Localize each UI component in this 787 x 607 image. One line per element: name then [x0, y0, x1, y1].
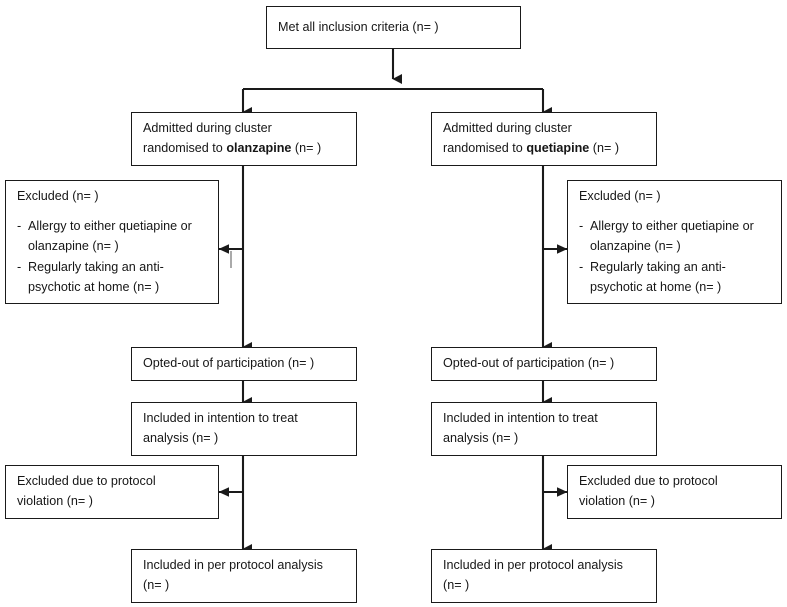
node-per-protocol-quetiapine: Included in per protocol analysis (n= ) [431, 549, 657, 603]
node-text: Met all inclusion criteria (n= ) [278, 19, 439, 34]
node-excluded-protocol-violation-olanzapine: Excluded due to protocol violation (n= ) [5, 465, 219, 519]
node-excluded-protocol-violation-quetiapine: Excluded due to protocol violation (n= ) [567, 465, 782, 519]
node-text: Opted-out of participation (n= ) [143, 356, 315, 371]
allocation-drug-name: quetiapine [526, 141, 590, 155]
allocation-suffix: (n= ) [589, 141, 620, 155]
node-per-protocol-olanzapine: Included in per protocol analysis (n= ) [131, 549, 357, 603]
node-text-line1: Excluded due to protocol [17, 474, 156, 489]
list-item: Allergy to either quetiapine or olanzapi… [579, 217, 772, 256]
node-text-line2: (n= ) [143, 578, 170, 592]
excluded-title: Excluded (n= ) [579, 188, 661, 203]
list-item: Regularly taking an anti-psychotic at ho… [17, 258, 209, 297]
excluded-reason-list: Allergy to either quetiapine or olanzapi… [579, 215, 772, 297]
node-text-line1: Included in per protocol analysis [143, 558, 323, 573]
allocation-suffix: (n= ) [291, 141, 322, 155]
node-admitted-randomised-quetiapine: Admitted during cluster randomised to qu… [431, 112, 657, 166]
allocation-prefix: randomised to [143, 141, 227, 155]
node-text-line2: analysis (n= ) [443, 431, 519, 445]
node-text-line2: (n= ) [443, 578, 470, 592]
node-text-line1: Included in intention to treat [143, 411, 298, 426]
node-excluded-olanzapine: Excluded (n= ) Allergy to either quetiap… [5, 180, 219, 304]
node-text-line2: violation (n= ) [579, 494, 655, 508]
node-text-line1: Included in per protocol analysis [443, 558, 623, 573]
allocation-drug-name: olanzapine [226, 141, 292, 155]
node-text-line1: Excluded due to protocol [579, 474, 718, 489]
node-opted-out-quetiapine: Opted-out of participation (n= ) [431, 347, 657, 381]
node-text-line1: Admitted during cluster [443, 121, 572, 136]
node-itt-quetiapine: Included in intention to treat analysis … [431, 402, 657, 456]
node-excluded-quetiapine: Excluded (n= ) Allergy to either quetiap… [567, 180, 782, 304]
node-met-all-inclusion-criteria: Met all inclusion criteria (n= ) [266, 6, 521, 49]
node-text-line2: analysis (n= ) [143, 431, 219, 445]
node-text-line2: randomised to olanzapine (n= ) [143, 139, 347, 159]
excluded-title: Excluded (n= ) [17, 188, 99, 203]
list-item: Allergy to either quetiapine or olanzapi… [17, 217, 209, 256]
node-text: Opted-out of participation (n= ) [443, 356, 615, 371]
node-opted-out-olanzapine: Opted-out of participation (n= ) [131, 347, 357, 381]
excluded-reason-list: Allergy to either quetiapine or olanzapi… [17, 215, 209, 297]
node-text-line2: violation (n= ) [17, 494, 93, 508]
node-itt-olanzapine: Included in intention to treat analysis … [131, 402, 357, 456]
list-item: Regularly taking an anti-psychotic at ho… [579, 258, 772, 297]
node-text-line2: randomised to quetiapine (n= ) [443, 139, 647, 159]
allocation-prefix: randomised to [443, 141, 527, 155]
node-text-line1: Included in intention to treat [443, 411, 598, 426]
node-text-line1: Admitted during cluster [143, 121, 272, 136]
node-admitted-randomised-olanzapine: Admitted during cluster randomised to ol… [131, 112, 357, 166]
